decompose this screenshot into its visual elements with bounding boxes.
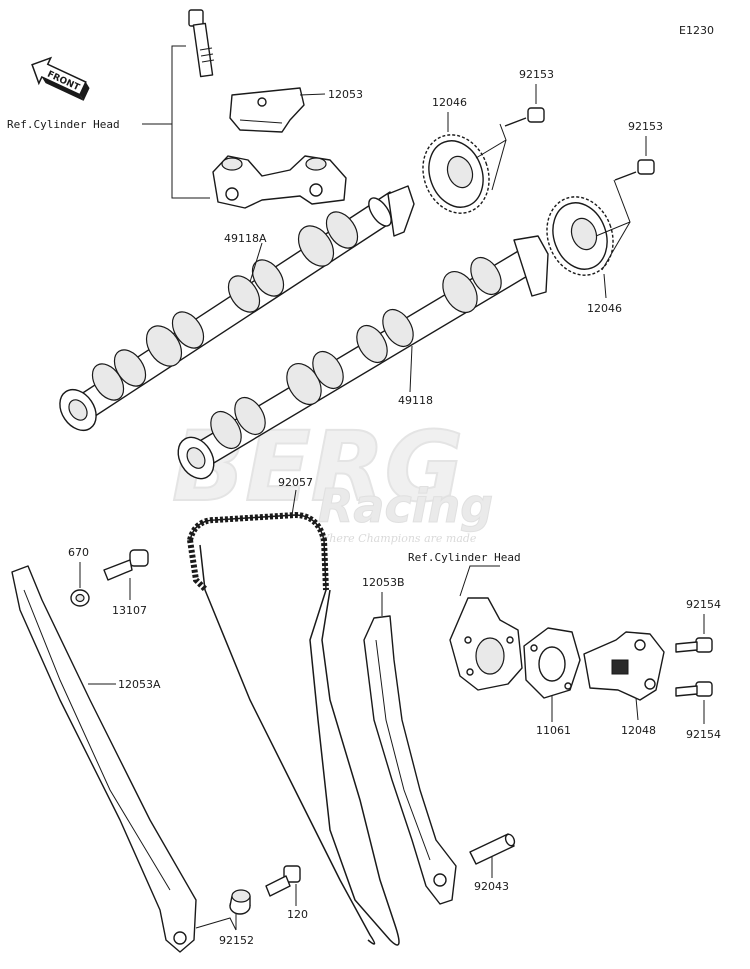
label-92153-left: 92153: [519, 68, 554, 81]
label-12053a: 12053A: [118, 678, 161, 691]
label-ref-cylinder-head-right: Ref.Cylinder Head: [408, 551, 521, 564]
bolt-120: [265, 865, 301, 897]
label-12046-right: 12046: [587, 302, 622, 315]
watermark-sub: Racing: [318, 479, 493, 533]
label-12048: 12048: [621, 724, 656, 737]
camshaft-holder: [212, 155, 347, 209]
front-arrow-icon: FRONT: [31, 56, 90, 101]
cam-cap-bolt: [188, 9, 215, 78]
washer-670: [70, 589, 90, 607]
label-13107: 13107: [112, 604, 147, 617]
sprocket-bolt-top: [504, 107, 545, 127]
label-49118: 49118: [398, 394, 433, 407]
sprocket-bolt-right: [614, 159, 655, 181]
label-12046-top: 12046: [432, 96, 467, 109]
label-92153-right: 92153: [628, 120, 663, 133]
label-92057: 92057: [278, 476, 313, 489]
label-92043: 92043: [474, 880, 509, 893]
label-120: 120: [287, 908, 308, 921]
label-49118a: 49118A: [224, 232, 267, 245]
cam-chain: [187, 511, 400, 946]
camshaft-49118: [177, 235, 549, 480]
pin-92043: [469, 833, 516, 865]
diagram-code: E1230: [679, 24, 714, 37]
gasket-11061: [523, 627, 581, 699]
tensioner-bolt-bottom: [675, 681, 713, 697]
camshaft-cap: [229, 87, 305, 133]
label-12053: 12053: [328, 88, 363, 101]
tensioner-bolt-top: [675, 637, 713, 653]
label-92154-bottom: 92154: [686, 728, 721, 741]
label-11061: 11061: [536, 724, 571, 737]
label-12053b: 12053B: [362, 576, 405, 589]
collar-92152: [229, 889, 251, 915]
label-92152: 92152: [219, 934, 254, 947]
camshaft-49118a: [59, 185, 415, 432]
label-670: 670: [68, 546, 89, 559]
label-92154-top: 92154: [686, 598, 721, 611]
chain-guide-12053a: [11, 565, 197, 953]
watermark: BERG Racing Where Champions are made: [171, 410, 494, 545]
bolt-13107: [103, 549, 149, 581]
label-ref-cylinder-head-top: Ref.Cylinder Head: [7, 118, 120, 131]
cylinder-head-mount: [449, 597, 523, 691]
cam-sprocket-right: [546, 196, 614, 276]
tensioner-12048: [583, 631, 665, 701]
chain-guide-12053b: [363, 615, 457, 905]
watermark-tagline: Where Champions are made: [318, 532, 477, 545]
cam-sprocket-top: [422, 134, 490, 214]
